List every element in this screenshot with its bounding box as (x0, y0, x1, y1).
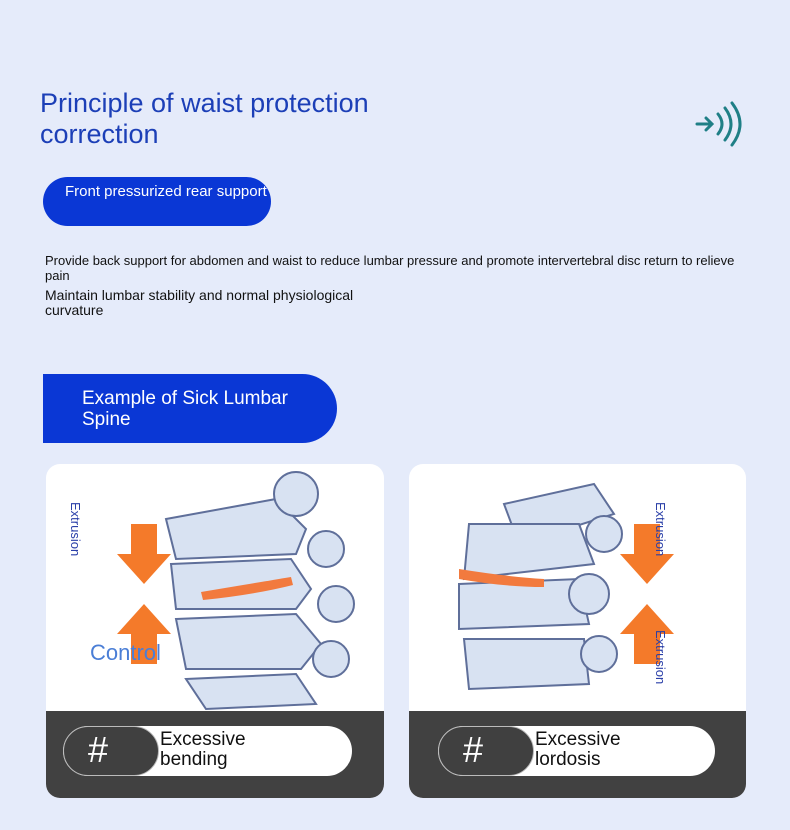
card-excessive-lordosis: Extrusion Extrusion # Excessive lordosis (409, 464, 746, 798)
tag-label: Excessive lordosis (535, 729, 621, 770)
tag-band: # Excessive bending (46, 711, 384, 798)
hash-badge: # (438, 726, 534, 776)
spine-illustration (458, 482, 674, 691)
control-label: Control (90, 640, 161, 665)
tag-pill: # Excessive lordosis (438, 726, 715, 776)
page-title: Principle of waist protection correction (40, 88, 369, 149)
extrusion-label-bottom: Extrusion (653, 630, 668, 685)
extrusion-label: Extrusion (68, 502, 83, 557)
description-2: Maintain lumbar stability and normal phy… (45, 287, 354, 318)
card-excessive-bending: Extrusion Control # Excessive bending (46, 464, 384, 798)
tag-band: # Excessive lordosis (409, 711, 746, 798)
extrusion-label-top: Extrusion (653, 502, 668, 557)
tag-pill: # Excessive bending (63, 726, 352, 776)
front-pressurized-button: Front pressurized rear support (43, 177, 271, 226)
sound-wave-icon (695, 101, 742, 147)
description-1: Provide back support for abdomen and wai… (45, 253, 735, 283)
section-title: Example of Sick Lumbar Spine (43, 374, 337, 443)
hash-badge: # (63, 726, 159, 776)
tag-label: Excessive bending (160, 729, 246, 770)
spine-illustration (117, 471, 355, 711)
